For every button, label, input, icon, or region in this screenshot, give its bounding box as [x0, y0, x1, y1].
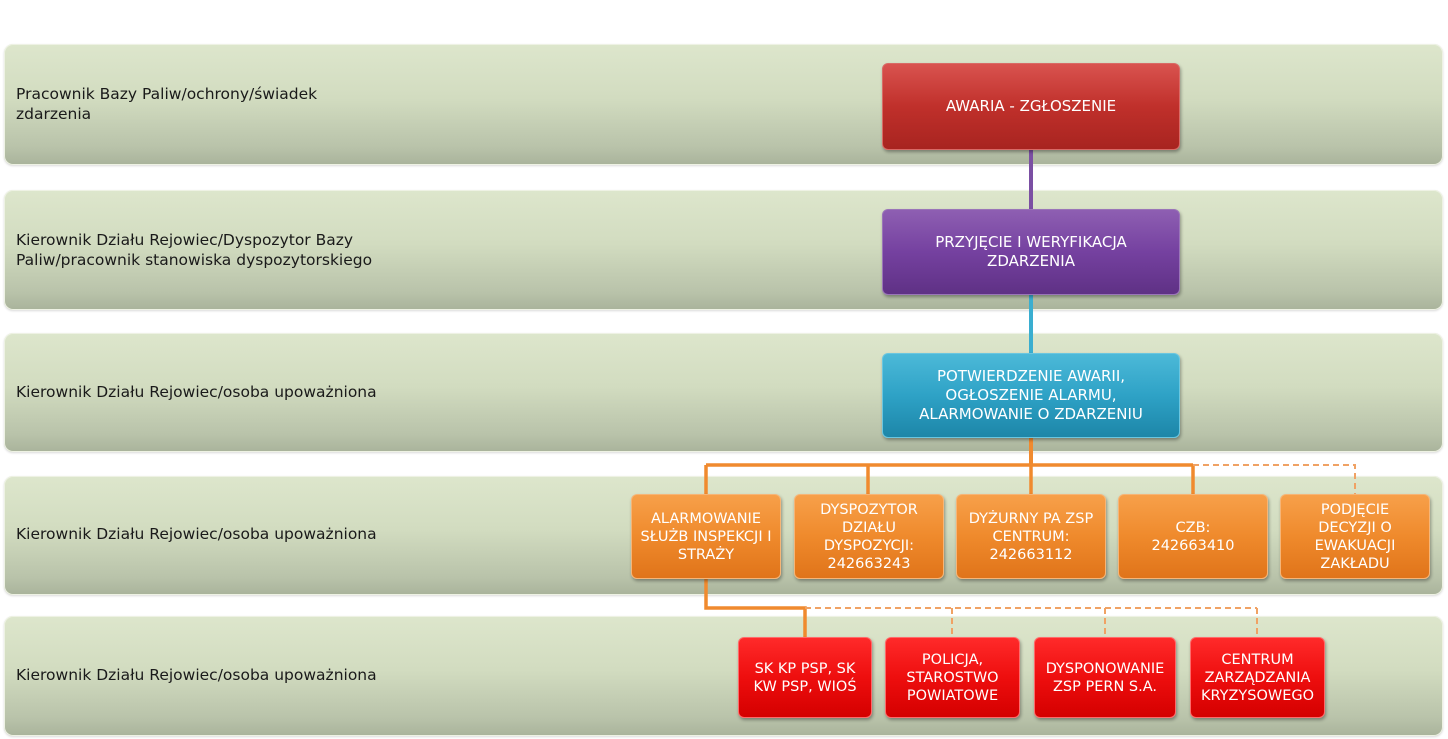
lane-label: Kierownik Działu Rejowiec/osoba upoważni… [16, 383, 377, 401]
node-label: PRZYJĘCIE I WERYFIKACJA ZDARZENIA [935, 233, 1127, 270]
node-dysponowanie-zsp: DYSPONOWANIE ZSP PERN S.A. [1034, 637, 1176, 718]
lane-label: Kierownik Działu Rejowiec/Dyspozytor Baz… [16, 231, 373, 269]
node-label: SK KP PSP, SK KW PSP, WIOŚ [753, 660, 857, 695]
connector-l4-1-to-l5-1 [704, 578, 807, 638]
node-dyzurny-pa-zsp: DYŻURNY PA ZSP CENTRUM: 242663112 [956, 494, 1106, 579]
node-label: DYSPOZYTOR DZIAŁU DYSPOZYCJI: 242663243 [820, 501, 918, 572]
node-centrum-zarzadzania: CENTRUM ZARZĄDZANIA KRYZYSOWEGO [1190, 637, 1325, 718]
node-label: POTWIERDZENIE AWARII, OGŁOSZENIE ALARMU,… [919, 367, 1143, 423]
node-label: PODJĘCIE DECYZJI O EWAKUACJI ZAKŁADU [1314, 501, 1396, 572]
node-awaria-zgloszenie: AWARIA - ZGŁOSZENIE [882, 63, 1180, 150]
node-potwierdzenie-awarii: POTWIERDZENIE AWARII, OGŁOSZENIE ALARMU,… [882, 353, 1180, 438]
node-alarmowanie-sluzb: ALARMOWANIE SŁUŻB INSPEKCJI I STRAŻY [631, 494, 781, 579]
node-przyjecie-weryfikacja: PRZYJĘCIE I WERYFIKACJA ZDARZENIA [882, 209, 1180, 295]
node-dyspozytor-dzialu: DYSPOZYTOR DZIAŁU DYSPOZYCJI: 242663243 [794, 494, 944, 579]
node-label: POLICJA, STAROSTWO POWIATOWE [906, 651, 999, 704]
node-label: CZB: 242663410 [1151, 519, 1235, 554]
swimlane-3: Kierownik Działu Rejowiec/osoba upoważni… [4, 333, 1443, 452]
lane-label: Pracownik Bazy Paliw/ochrony/świadek zda… [16, 85, 318, 123]
node-czb: CZB: 242663410 [1118, 494, 1268, 579]
node-label: ALARMOWANIE SŁUŻB INSPEKCJI I STRAŻY [640, 510, 772, 563]
swimlane-1: Pracownik Bazy Paliw/ochrony/świadek zda… [4, 44, 1443, 165]
node-label: AWARIA - ZGŁOSZENIE [945, 97, 1117, 115]
swimlane-2: Kierownik Działu Rejowiec/Dyspozytor Baz… [4, 190, 1443, 310]
node-policja-starostwo: POLICJA, STAROSTWO POWIATOWE [885, 637, 1020, 718]
lane-label: Kierownik Działu Rejowiec/osoba upoważni… [16, 525, 377, 543]
node-label: DYŻURNY PA ZSP CENTRUM: 242663112 [968, 510, 1094, 563]
lane-label: Kierownik Działu Rejowiec/osoba upoważni… [16, 666, 377, 684]
node-label: DYSPONOWANIE ZSP PERN S.A. [1045, 660, 1165, 695]
node-label: CENTRUM ZARZĄDZANIA KRYZYSOWEGO [1200, 651, 1315, 704]
node-podjecie-decyzji: PODJĘCIE DECYZJI O EWAKUACJI ZAKŁADU [1280, 494, 1430, 579]
node-sk-kp-psp: SK KP PSP, SK KW PSP, WIOŚ [738, 637, 872, 718]
connector-dashed-l4-5 [1193, 464, 1356, 495]
